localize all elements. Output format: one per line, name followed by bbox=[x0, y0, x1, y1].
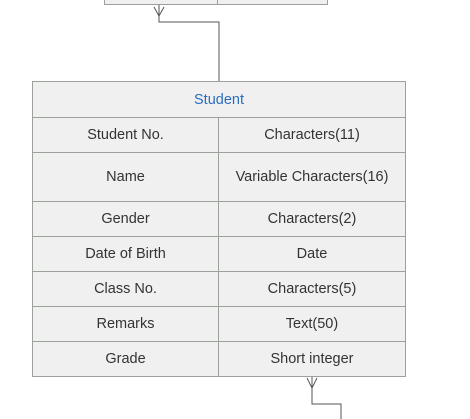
connector-top-crowfoot bbox=[153, 6, 165, 18]
attribute-type: Date bbox=[296, 246, 328, 262]
attribute-row[interactable]: Date of Birth Date bbox=[33, 237, 405, 272]
entity-title: Student bbox=[33, 82, 405, 118]
attribute-name: Remarks bbox=[33, 307, 219, 341]
attribute-row[interactable]: Class No. Characters(5) bbox=[33, 272, 405, 307]
attribute-name: Class No. bbox=[33, 272, 219, 306]
attribute-type: Characters(11) bbox=[264, 127, 360, 143]
attribute-type: Short integer bbox=[270, 351, 354, 367]
attribute-name: Gender bbox=[33, 202, 219, 236]
attribute-row[interactable]: Gender Characters(2) bbox=[33, 202, 405, 237]
connector-top-path bbox=[158, 5, 220, 81]
attribute-type: Characters(2) bbox=[267, 211, 357, 227]
connector-bottom-path bbox=[311, 377, 342, 419]
attribute-row[interactable]: Grade Short integer bbox=[33, 342, 405, 376]
attribute-row[interactable]: Student No. Characters(11) bbox=[33, 118, 405, 153]
attribute-type: Variable Characters(16) bbox=[235, 169, 389, 185]
attribute-name: Student No. bbox=[33, 118, 219, 152]
attribute-type: Text(50) bbox=[285, 316, 339, 332]
attribute-row[interactable]: Name Variable Characters(16) bbox=[33, 153, 405, 202]
entity-student[interactable]: Student Student No. Characters(11) Name … bbox=[32, 81, 406, 377]
attribute-name: Date of Birth bbox=[33, 237, 219, 271]
attribute-name: Name bbox=[33, 153, 219, 201]
attribute-row[interactable]: Remarks Text(50) bbox=[33, 307, 405, 342]
upper-entity-column-divider bbox=[217, 0, 218, 4]
connector-bottom[interactable] bbox=[306, 377, 342, 419]
attribute-type: Characters(5) bbox=[267, 281, 357, 297]
connector-top[interactable] bbox=[153, 5, 220, 81]
connector-bottom-crowfoot bbox=[306, 377, 318, 390]
attribute-name: Grade bbox=[33, 342, 219, 376]
upper-entity-stub[interactable] bbox=[104, 0, 328, 5]
